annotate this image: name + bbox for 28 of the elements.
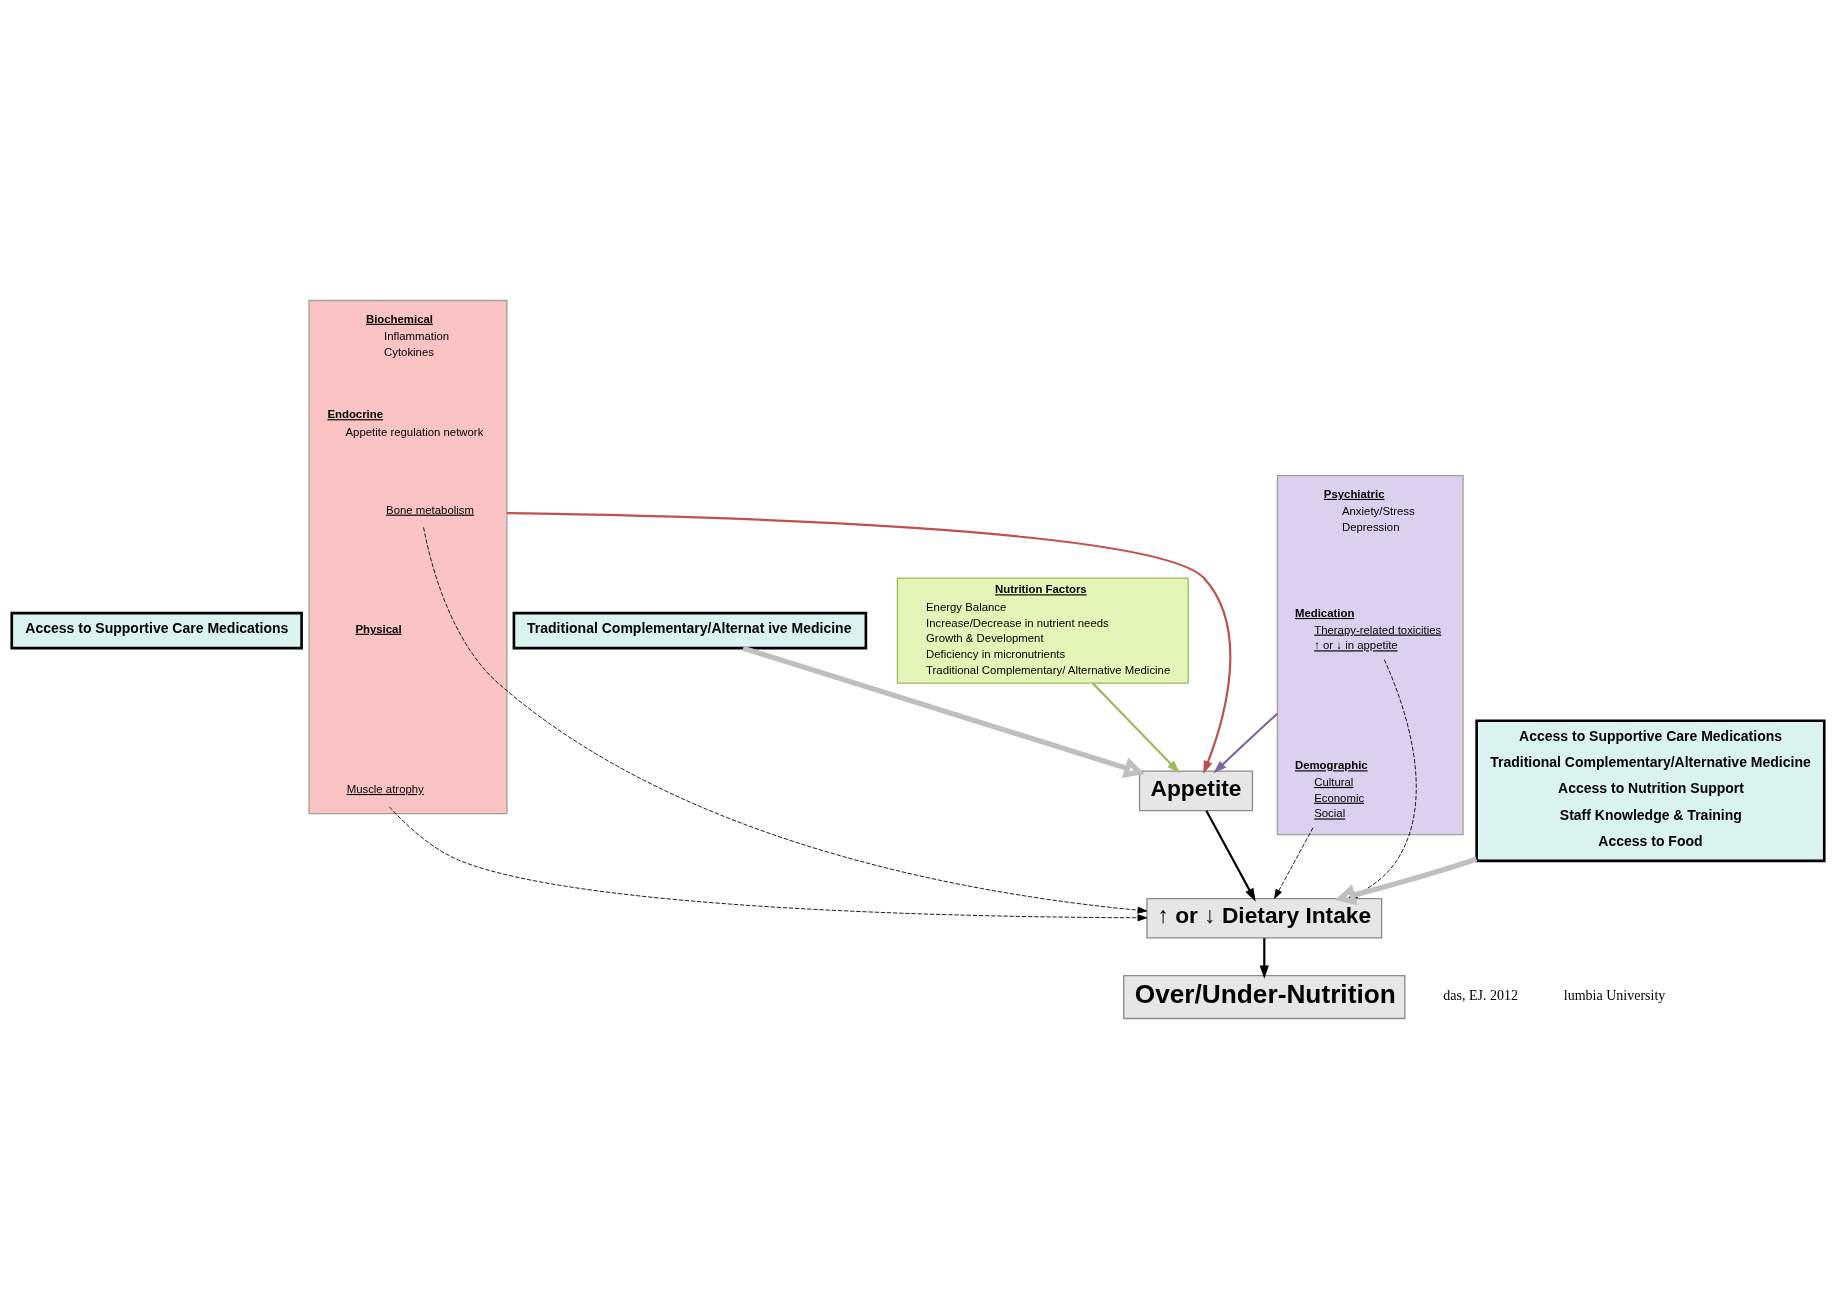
arrow	[742, 645, 1145, 779]
node-box: Nutrition Factors Energy Balance Increase/Decrease in nutrient needs Growth & Development Deficiency in micronutrients Traditional Complementary/ Alternative Medicine	[896, 577, 1189, 684]
label: das, EJ. 2012	[1443, 988, 1518, 1004]
arrow	[1205, 810, 1256, 902]
node-box: Over/Under-Nutrition	[1123, 974, 1406, 1020]
node-text: Biochemical Inflammation Cytokines	[365, 312, 450, 359]
node-text: Medication Therapy-related toxicities ↑ or ↓ in appetite	[1294, 606, 1442, 652]
arrow	[423, 526, 1148, 914]
cluster	[308, 299, 508, 815]
node-text: Demographic Cultural Economic Social	[1294, 759, 1368, 820]
node-box: Access to Supportive Care Medications Traditional Complementary/Alternative Medicine Access to Nutrition Support Staff Knowledge & Training Access to Food	[1475, 719, 1826, 863]
node-text: Bone metabolism	[386, 503, 474, 516]
arrow	[1092, 682, 1180, 774]
arrow	[506, 512, 1232, 774]
label: lumbia University	[1563, 988, 1666, 1004]
cluster	[1276, 474, 1464, 836]
node-text: Psychiatric Anxiety/Stress Depression	[1323, 487, 1415, 534]
node-text: Physical	[355, 622, 402, 635]
node-box: Traditional Complementary/Alternat ive Medicine	[512, 611, 868, 650]
arrow	[1213, 712, 1279, 774]
node-box: Appetite	[1138, 770, 1254, 812]
node-box: Access to Supportive Care Medications	[10, 611, 303, 650]
arrow	[1334, 856, 1478, 906]
node-text: Endocrine Appetite regulation network	[327, 408, 484, 438]
arrow	[1274, 827, 1314, 899]
node-text: Muscle atrophy	[346, 782, 424, 795]
node-box: ↑ or ↓ Dietary Intake	[1146, 897, 1383, 939]
arrow	[1259, 938, 1269, 979]
